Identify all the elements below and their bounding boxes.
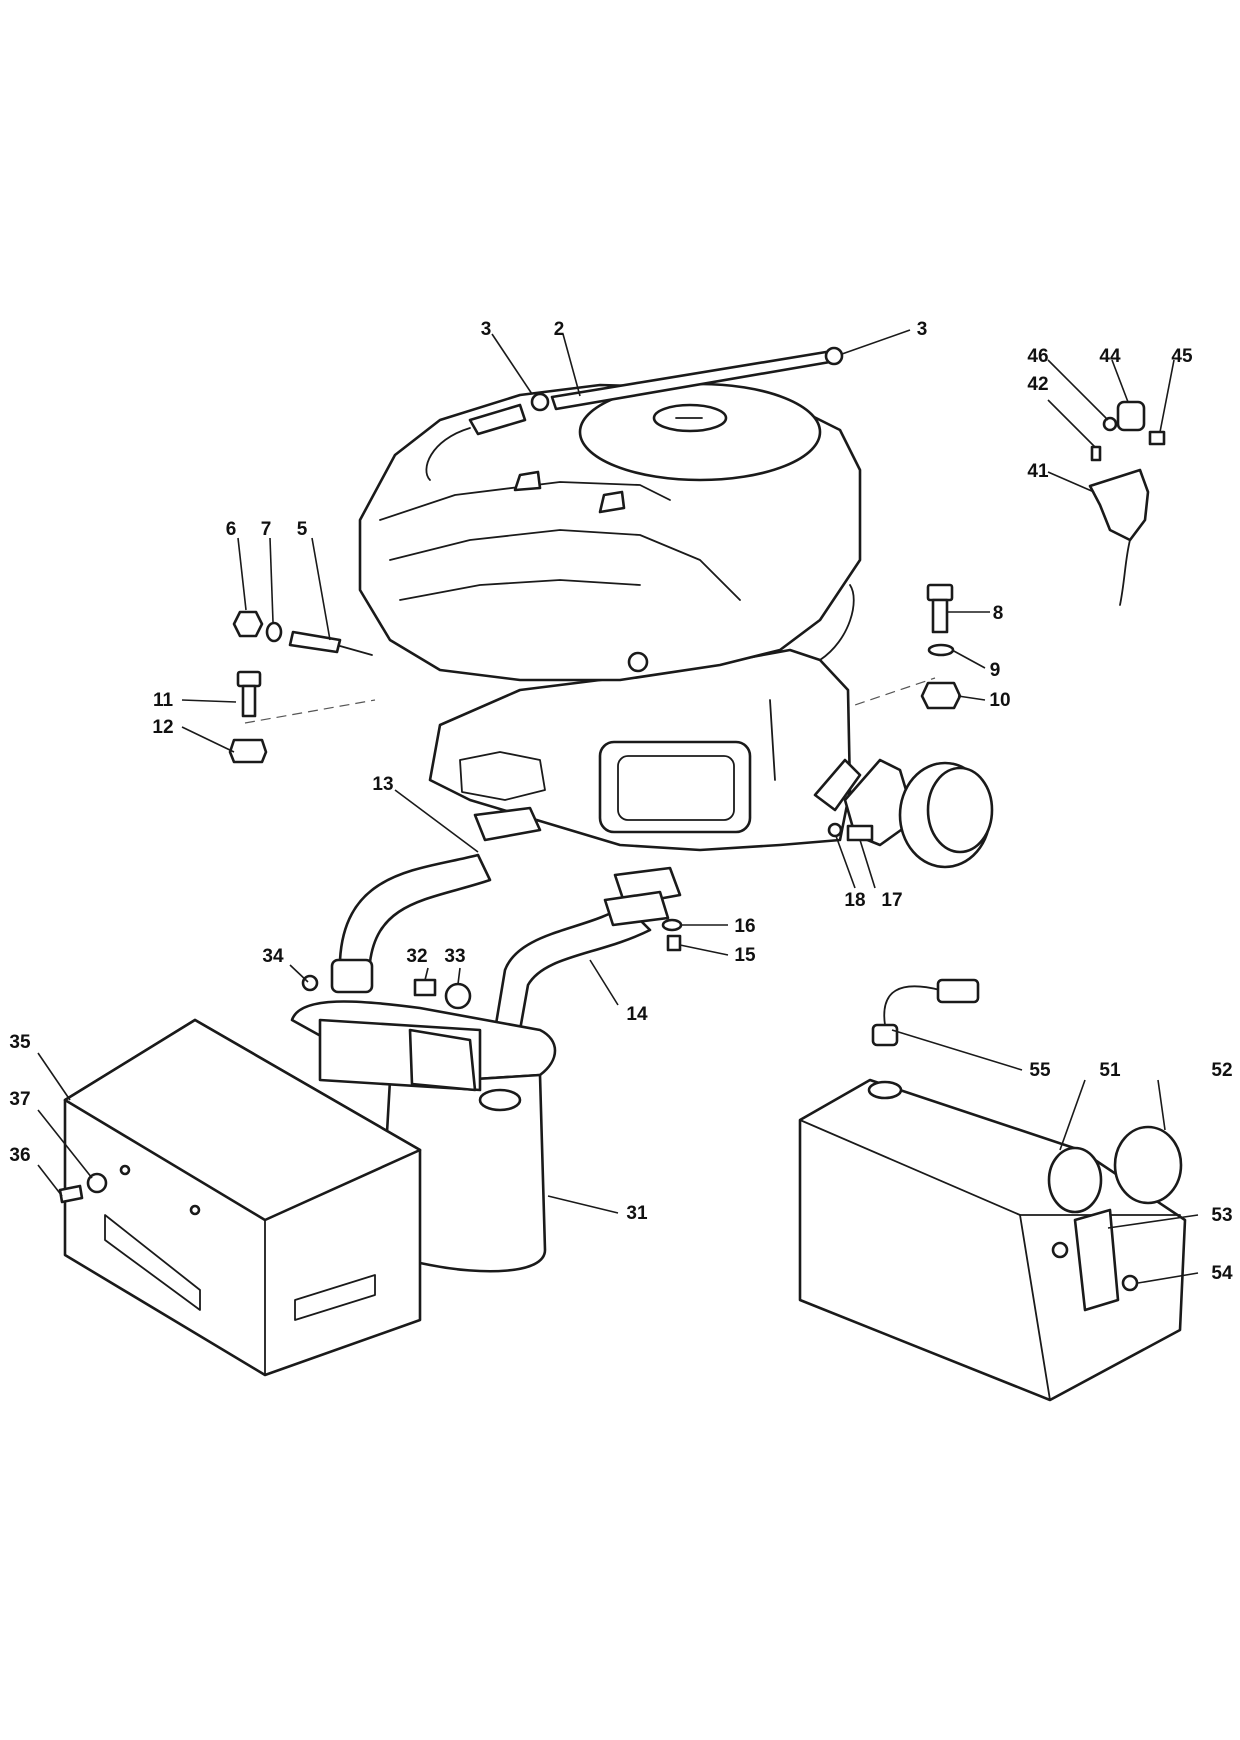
callout-54: 54 bbox=[1211, 1263, 1233, 1284]
callout-55: 55 bbox=[1029, 1060, 1051, 1081]
callout-36: 36 bbox=[9, 1145, 30, 1166]
leader-lines bbox=[37, 329, 1199, 1284]
stud-nut-washer-group bbox=[232, 610, 373, 656]
callout-9: 9 bbox=[990, 660, 1001, 681]
callout-53: 53 bbox=[1211, 1205, 1232, 1226]
callout-45: 45 bbox=[1171, 346, 1193, 367]
callout-12: 12 bbox=[152, 717, 173, 738]
oil-filter-assembly bbox=[813, 758, 994, 869]
fuel-filter bbox=[468, 403, 527, 436]
callout-41: 41 bbox=[1027, 461, 1049, 482]
callout-17: 17 bbox=[881, 890, 902, 911]
bolt-nut-right bbox=[920, 583, 962, 710]
callout-7: 7 bbox=[261, 519, 272, 540]
fuel-line-to-engine bbox=[425, 427, 471, 481]
callout-13: 13 bbox=[372, 774, 393, 795]
callout-5: 5 bbox=[297, 519, 308, 540]
alignment-line-left bbox=[244, 699, 376, 724]
engine-assembly bbox=[358, 382, 862, 852]
bolt-nut-left bbox=[228, 670, 268, 764]
callout-2: 2 bbox=[554, 319, 565, 340]
callout-6: 6 bbox=[226, 519, 237, 540]
fuel-tank-assembly bbox=[798, 978, 1187, 1402]
hose-clip-right bbox=[824, 346, 844, 366]
callout-3: 3 bbox=[917, 319, 928, 340]
callout-10: 10 bbox=[989, 690, 1010, 711]
alignment-line-right bbox=[839, 677, 936, 711]
callout-15: 15 bbox=[734, 945, 756, 966]
callout-42: 42 bbox=[1027, 374, 1048, 395]
callout-34: 34 bbox=[262, 946, 284, 967]
callout-31: 31 bbox=[626, 1203, 648, 1224]
callout-11: 11 bbox=[153, 690, 174, 711]
callout-46: 46 bbox=[1027, 346, 1048, 367]
callout-16: 16 bbox=[734, 916, 755, 937]
hose-clip-left bbox=[530, 392, 550, 412]
callout-35: 35 bbox=[9, 1032, 31, 1053]
callout-32: 32 bbox=[406, 946, 427, 967]
callout-14: 14 bbox=[626, 1004, 648, 1025]
callout-labels: 3 2 3 46 44 45 42 41 6 7 5 8 9 10 11 12 … bbox=[9, 319, 1233, 1284]
callout-52: 52 bbox=[1211, 1060, 1232, 1081]
callout-18: 18 bbox=[844, 890, 865, 911]
callout-37: 37 bbox=[9, 1089, 30, 1110]
callout-3: 3 bbox=[481, 319, 492, 340]
exhaust-guard-box bbox=[58, 1018, 422, 1377]
callout-44: 44 bbox=[1099, 346, 1121, 367]
callout-33: 33 bbox=[444, 946, 465, 967]
throttle-bracket-assembly bbox=[1088, 400, 1166, 606]
callout-51: 51 bbox=[1099, 1060, 1121, 1081]
callout-8: 8 bbox=[993, 603, 1004, 624]
